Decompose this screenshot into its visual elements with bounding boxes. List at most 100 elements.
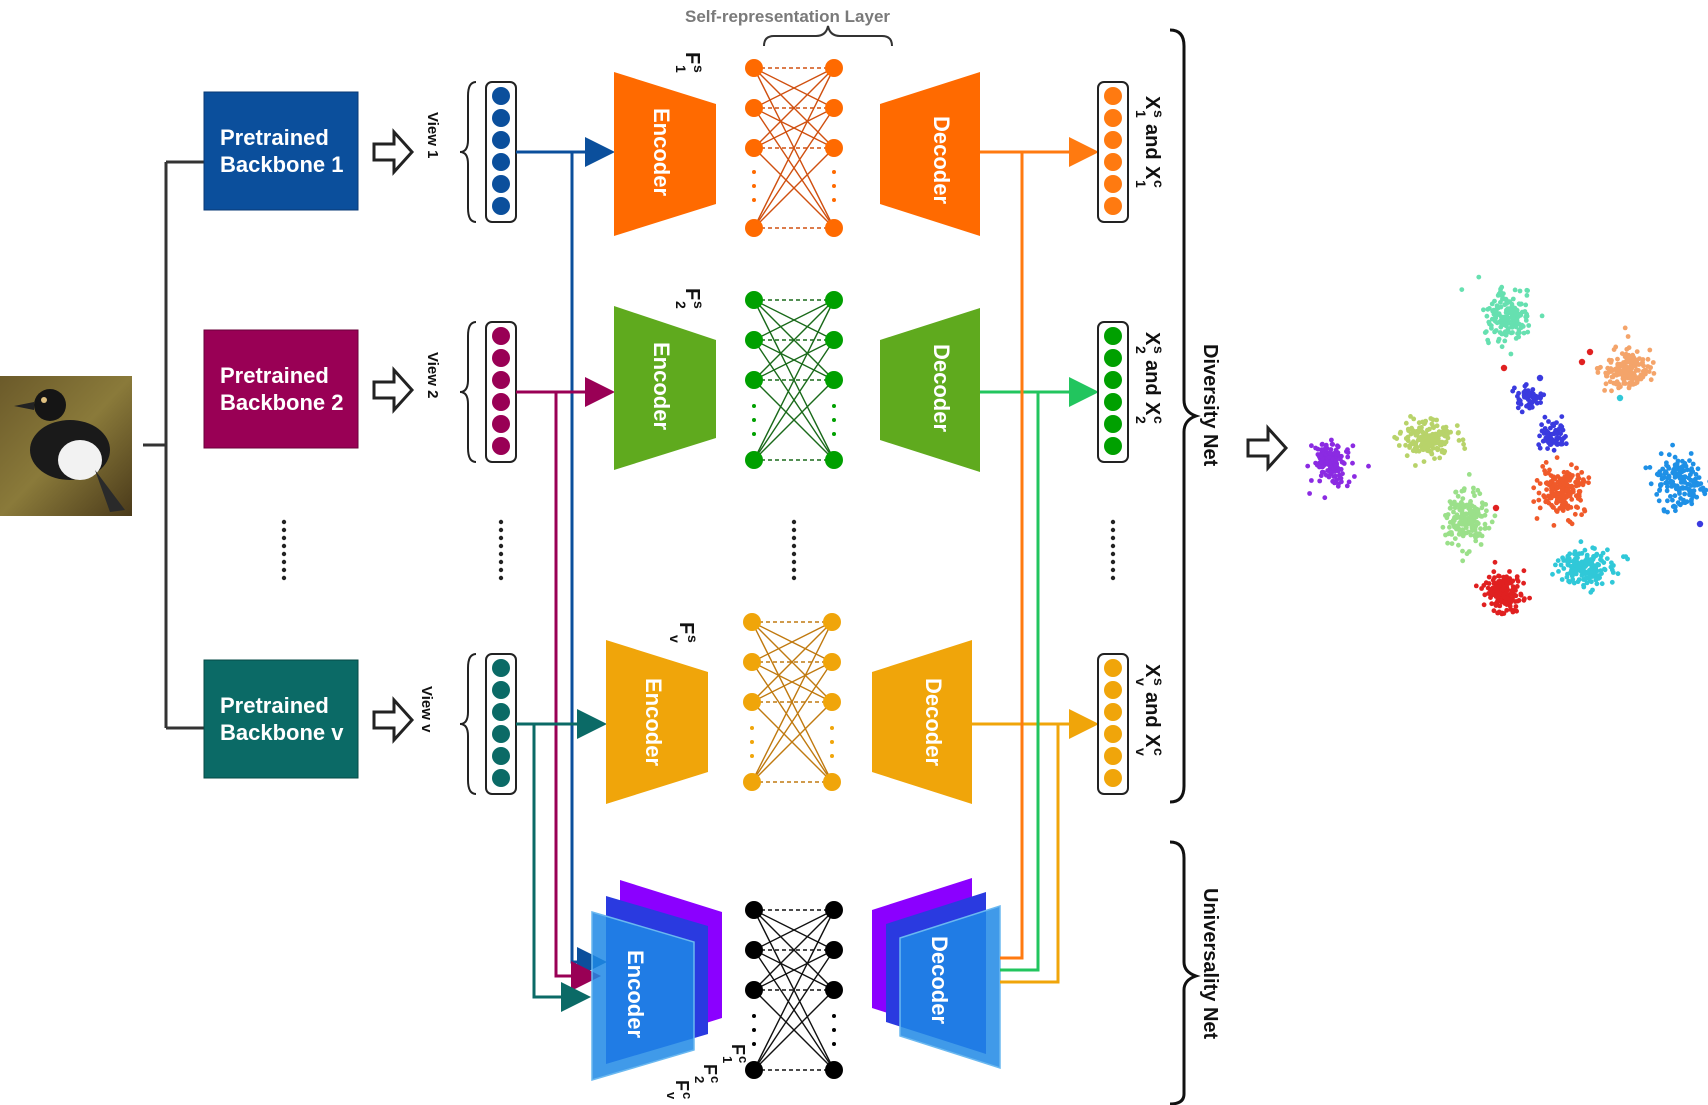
cluster-point-1: [1499, 344, 1505, 350]
branch-ellipsis: [791, 519, 1116, 581]
cluster-point-7: [1673, 508, 1678, 514]
cluster-point-10: [1611, 563, 1616, 568]
cluster-point-5: [1563, 434, 1568, 439]
cluster-point-6: [1574, 465, 1579, 471]
svg-text:2: 2: [673, 301, 689, 309]
cluster-point-10: [1590, 587, 1595, 593]
cluster-point-0: [1335, 444, 1341, 450]
cluster-point-7: [1695, 466, 1701, 472]
cluster-point-7: [1654, 492, 1660, 497]
recon-v-label: X s v and X c v: [1133, 664, 1167, 756]
cluster-point-0: [1333, 473, 1338, 479]
cluster-point-6: [1565, 492, 1570, 498]
svg-text:X: X: [1141, 734, 1163, 748]
cluster-point-1: [1482, 330, 1488, 335]
cluster-point-4: [1518, 401, 1524, 407]
cluster-point-7: [1656, 498, 1662, 504]
cluster-point-1: [1513, 336, 1519, 341]
cluster-point-6: [1572, 511, 1578, 517]
cluster-point-8: [1463, 515, 1468, 521]
cluster-point-3: [1434, 417, 1439, 423]
cluster-point-2: [1622, 325, 1628, 331]
cluster-point-9: [1482, 592, 1488, 598]
cluster-point-5: [1554, 420, 1559, 425]
cluster-point-1: [1476, 274, 1482, 280]
cluster-point-3: [1405, 438, 1411, 444]
cluster-point-6: [1575, 492, 1581, 498]
cluster-point-6: [1569, 462, 1574, 468]
cluster-point-9: [1489, 601, 1495, 607]
svg-text:c: c: [708, 1076, 723, 1083]
cluster-point-4: [1515, 405, 1521, 411]
cluster-point-2: [1627, 359, 1633, 365]
cluster-point-3: [1456, 430, 1461, 435]
cluster-point-9: [1488, 595, 1493, 600]
cluster-point-5: [1539, 422, 1544, 428]
cluster-point-6: [1567, 519, 1573, 525]
cluster-point-9: [1515, 598, 1521, 604]
cluster-point-0: [1346, 479, 1352, 485]
cluster-point-4: [1527, 393, 1532, 399]
cluster-point-7: [1677, 501, 1682, 507]
cluster-point-7: [1658, 451, 1664, 457]
cluster-point-7: [1665, 484, 1670, 490]
svg-text:and: and: [1141, 692, 1163, 728]
cluster-point-9: [1498, 580, 1503, 586]
svg-text:s: s: [1151, 110, 1167, 118]
cluster-point-6: [1564, 478, 1570, 483]
cluster-point-0: [1323, 442, 1329, 448]
cluster-point-1: [1516, 321, 1522, 327]
cluster-point-1: [1523, 318, 1529, 323]
recon-1-label: X s 1 and X c 1: [1133, 96, 1167, 188]
cluster-point-2: [1646, 369, 1652, 374]
cluster-point-10: [1584, 558, 1589, 564]
cluster-point-10: [1567, 579, 1572, 585]
cluster-point-9: [1491, 608, 1497, 614]
cluster-point-5: [1551, 423, 1557, 429]
cluster-point-8: [1463, 525, 1469, 531]
cluster-point-3: [1403, 442, 1408, 448]
cluster-point-8: [1492, 513, 1498, 519]
cluster-point-0: [1345, 450, 1351, 455]
cluster-point-8: [1466, 549, 1472, 554]
cluster-point-7: [1678, 470, 1683, 476]
cluster-point-8: [1474, 513, 1480, 519]
cluster-point-7: [1681, 497, 1686, 503]
universal-output-lines: [1000, 152, 1060, 984]
svg-text:c: c: [680, 1092, 695, 1099]
backbone-2: Pretrained Backbone 2: [203, 329, 359, 449]
svg-text:s: s: [691, 65, 707, 73]
cluster-point-0: [1305, 463, 1311, 469]
cluster-point-6: [1545, 470, 1551, 476]
cluster-point-3: [1437, 455, 1443, 461]
svg-text:c: c: [1151, 180, 1167, 188]
cluster-point-2: [1645, 364, 1651, 369]
cluster-point-6: [1549, 490, 1555, 495]
backbone-v-label-line2: Backbone v: [220, 720, 344, 745]
cluster-point-7: [1666, 452, 1672, 458]
cluster-point-8: [1455, 493, 1461, 499]
cluster-point-9: [1491, 581, 1497, 586]
svg-text:F: F: [675, 622, 697, 634]
cluster-point-9: [1501, 586, 1507, 591]
cluster-point-0: [1330, 479, 1336, 484]
branch-2: Encoder F s 2 Decoder X s 2 and: [614, 288, 1167, 472]
cluster-point-3: [1419, 425, 1424, 430]
cluster-stray-point: [1616, 394, 1624, 402]
cluster-point-9: [1486, 591, 1491, 596]
cluster-point-3: [1454, 423, 1460, 428]
cluster-point-3: [1413, 432, 1419, 438]
cluster-point-10: [1602, 567, 1608, 573]
cluster-point-9: [1521, 580, 1526, 586]
cluster-point-8: [1484, 508, 1489, 514]
cluster-point-1: [1510, 296, 1516, 302]
cluster-point-9: [1514, 576, 1520, 582]
cluster-point-6: [1569, 497, 1575, 502]
cluster-point-8: [1449, 501, 1454, 507]
cluster-point-2: [1633, 368, 1639, 373]
cluster-point-8: [1468, 499, 1473, 504]
cluster-point-10: [1598, 568, 1604, 574]
svg-text:F: F: [672, 1080, 692, 1091]
cluster-point-6: [1586, 475, 1592, 481]
cluster-point-5: [1553, 430, 1559, 436]
